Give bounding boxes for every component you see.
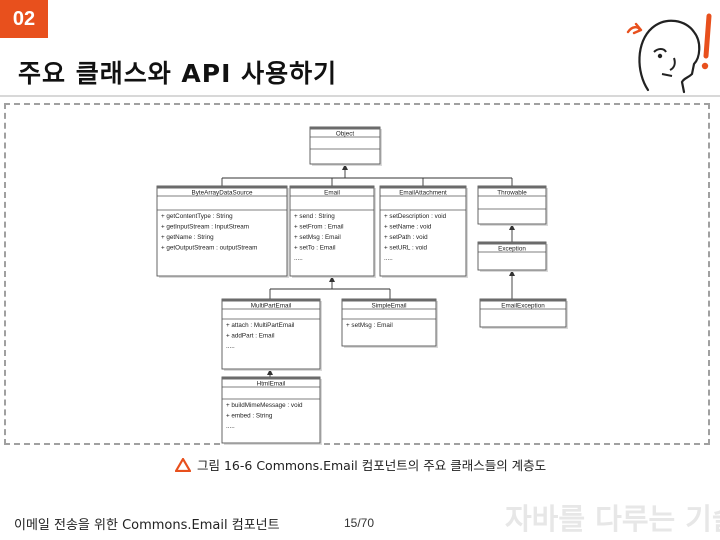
title-divider [0, 95, 720, 97]
class-box-bytearray: ByteArrayDataSource + getContentType : St… [156, 185, 289, 278]
class-name: SimpleEmail [372, 303, 407, 310]
page-title: 주요 클래스와 API 사용하기 [18, 59, 338, 88]
class-member: + setDescription : void [384, 213, 447, 220]
class-member: + addPart : Email [226, 333, 274, 340]
class-member: ..... [294, 255, 303, 262]
class-member: + setTo : Email [294, 245, 335, 252]
class-member: + buildMimeMessage : void [226, 402, 303, 409]
class-member: + send : String [294, 213, 335, 220]
class-name: Throwable [497, 190, 527, 197]
class-member: + setName : void [384, 224, 432, 231]
class-member: + setMsg : Email [346, 322, 393, 329]
class-name: EmailException [501, 303, 545, 310]
class-box-html: HtmlEmail + buildMimeMessage : void + embe… [221, 376, 322, 445]
class-member: + embed : String [226, 413, 273, 420]
class-box-throwable: Throwable [477, 185, 548, 226]
class-member: + setPath : void [384, 234, 428, 241]
class-member: + getName : String [161, 234, 214, 241]
class-member: + setFrom : Email [294, 224, 344, 231]
class-name: Exception [498, 246, 526, 253]
caption-text: 그림 16-6 Commons.Email 컴포넌트의 주요 클래스들의 계층도 [197, 458, 547, 473]
thinking-face-icon [626, 13, 712, 94]
class-name: HtmlEmail [257, 381, 286, 388]
class-name: MultiPartEmail [251, 303, 292, 310]
class-member: + getInputStream : InputStream [161, 224, 249, 231]
class-member: + attach : MultiPartEmail [226, 322, 294, 329]
class-member: ..... [384, 255, 393, 262]
page-number: 15/70 [344, 516, 375, 530]
section-number-badge: 02 [0, 0, 48, 38]
class-member: + setURL : void [384, 245, 427, 252]
figure-caption: 그림 16-6 Commons.Email 컴포넌트의 주요 클래스들의 계층도 [175, 455, 546, 474]
class-name: Email [324, 190, 340, 197]
book-watermark: 자바를 다루는 기술 [505, 502, 720, 536]
footer-topic: 이메일 전송을 위한 Commons.Email 컴포넌트 [14, 518, 280, 533]
class-box-object: Object [309, 126, 382, 166]
class-name: Object [336, 131, 354, 138]
class-name: ByteArrayDataSource [192, 190, 253, 197]
class-name: EmailAttachment [399, 190, 447, 197]
class-box-emailexception: EmailException [479, 298, 568, 329]
warning-triangle-icon [175, 457, 191, 472]
class-box-exception: Exception [477, 241, 548, 272]
class-box-email: Email + send : String + setFrom : Email + s… [289, 185, 376, 278]
class-member: + setMsg : Email [294, 234, 341, 241]
class-member: ..... [226, 423, 235, 430]
class-member: + getOutputStream : outputStream [161, 245, 257, 252]
class-box-attachment: EmailAttachment + setDescription : void + … [379, 185, 468, 278]
class-box-multipart: MultiPartEmail + attach : MultiPartEmail +… [221, 298, 322, 371]
class-member: + getContentType : String [161, 213, 233, 220]
class-box-simple: SimpleEmail + setMsg : Email [341, 298, 438, 348]
class-member: ..... [226, 343, 235, 350]
